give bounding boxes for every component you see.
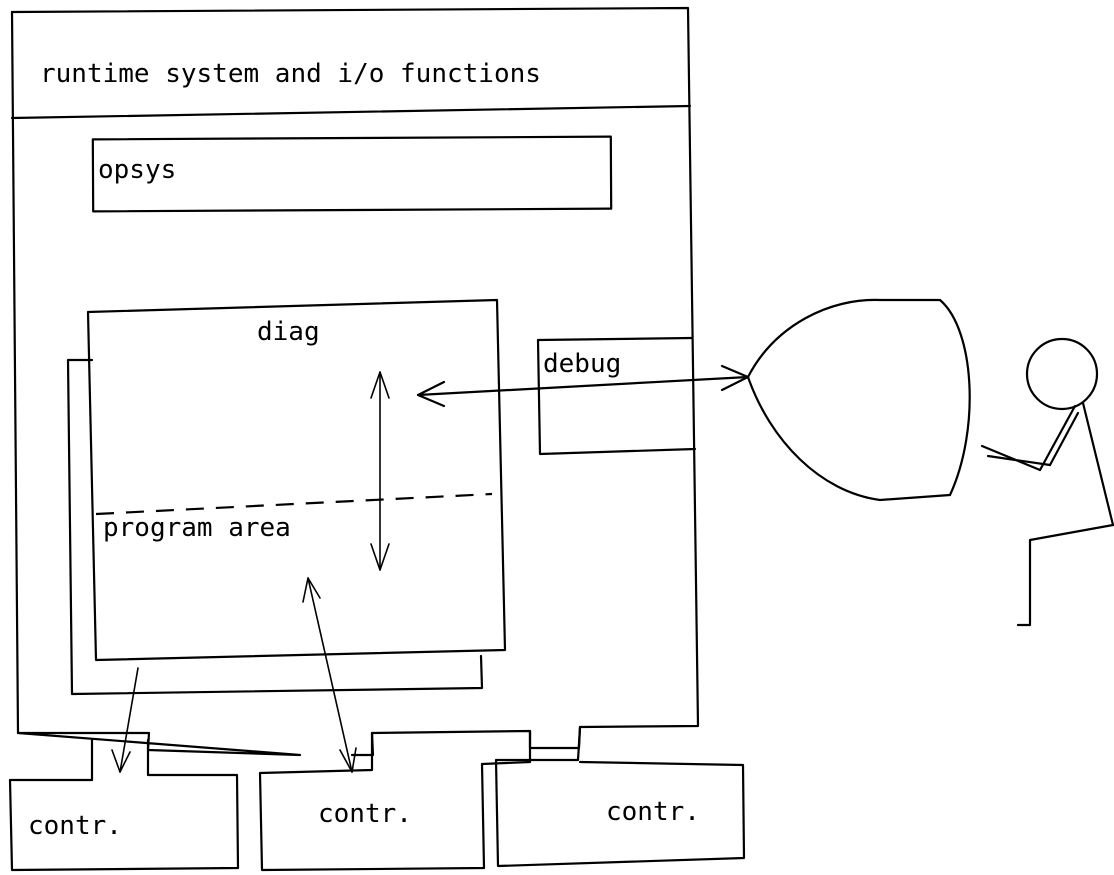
resize-double-arrow — [371, 372, 389, 570]
controller-label-1: contr. — [28, 811, 122, 841]
program-to-contr2-arrow — [303, 578, 356, 772]
header-divider — [12, 106, 690, 118]
controller-label-3: contr. — [606, 797, 700, 827]
opsys-label: opsys — [98, 155, 176, 185]
partition-dashed-line — [96, 494, 492, 514]
diag-label: diag — [257, 317, 320, 347]
operator-figure-icon — [982, 339, 1113, 625]
diag-to-contr1-arrow — [112, 668, 138, 772]
runtime-box-left-edge — [12, 12, 18, 733]
runtime-box-outline — [12, 8, 698, 755]
controller-label-2: contr. — [318, 799, 412, 829]
terminal-screen-icon — [748, 300, 970, 500]
program-area-label: program area — [103, 513, 291, 543]
diag-box — [88, 300, 505, 660]
controller-box-1 — [10, 740, 238, 870]
debug-label: debug — [543, 349, 621, 379]
runtime-box-title: runtime system and i/o functions — [40, 59, 541, 89]
